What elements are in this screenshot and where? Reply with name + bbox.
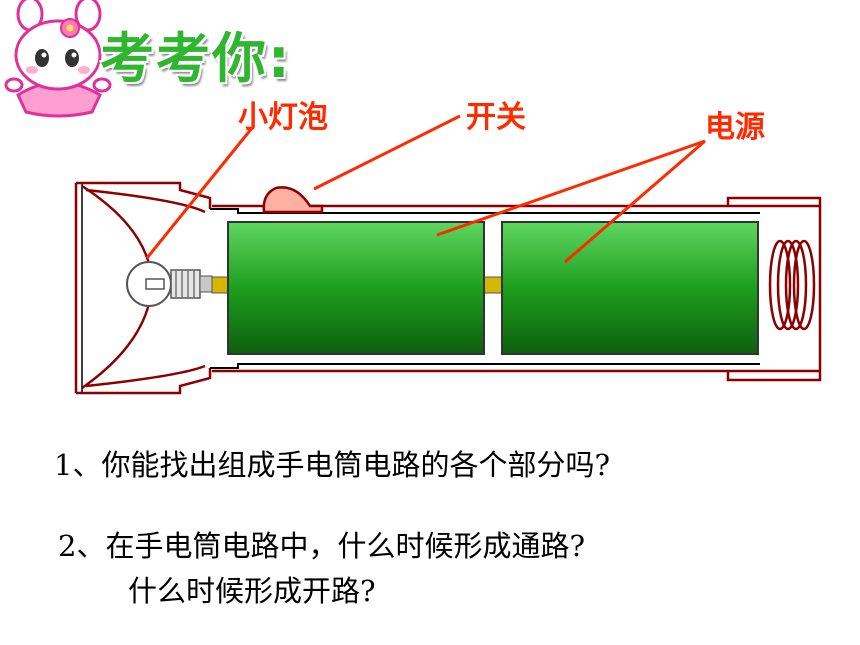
question-2-line-2: 什么时候形成开路? xyxy=(128,574,376,608)
spring-icon xyxy=(768,239,816,331)
bulb-label: 小灯泡 xyxy=(238,100,328,135)
bulb-icon xyxy=(126,261,213,307)
page-title: 考考你: xyxy=(100,27,292,90)
question-1: 1、你能找出组成手电筒电路的各个部分吗? xyxy=(54,448,610,482)
question-2-line-1: 2、在手电筒电路中，什么时候形成通路? xyxy=(58,529,585,563)
power-label: 电源 xyxy=(705,110,765,145)
battery-2 xyxy=(501,221,759,355)
switch-icon xyxy=(262,186,324,214)
switch-label: 开关 xyxy=(466,100,526,135)
battery-1 xyxy=(227,221,485,355)
